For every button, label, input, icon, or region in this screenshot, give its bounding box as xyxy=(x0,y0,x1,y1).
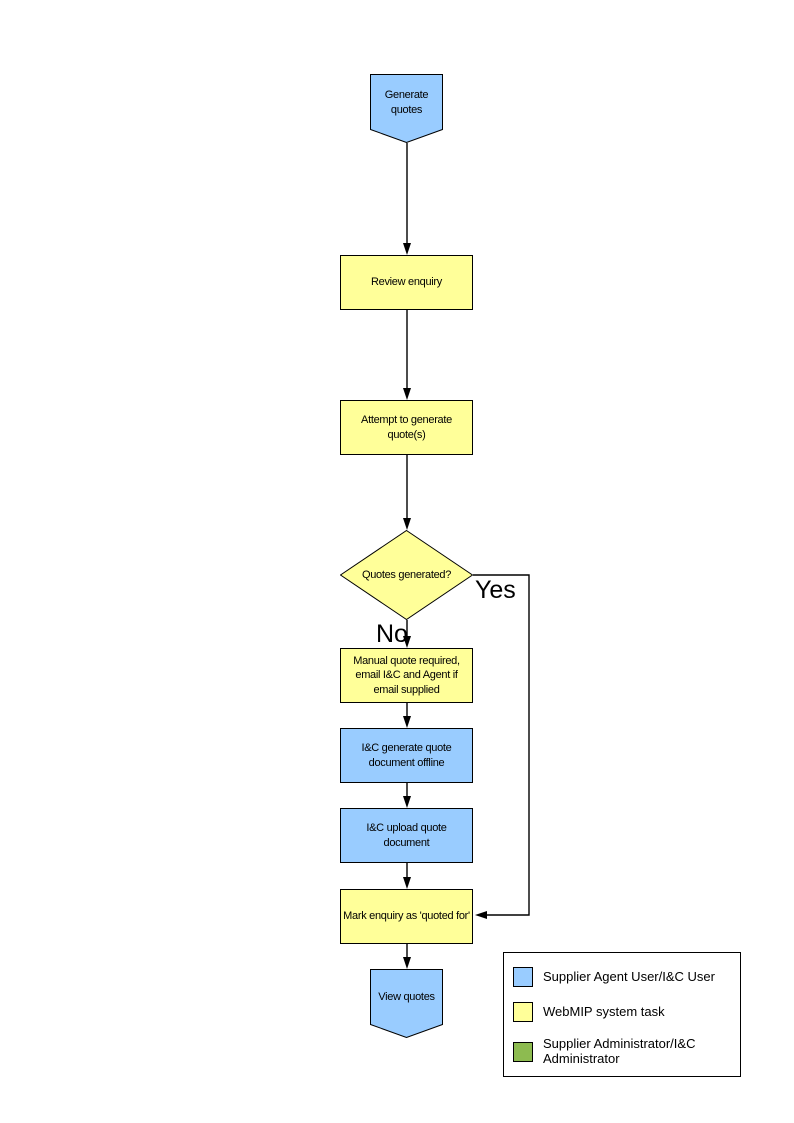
manual-quote-label: Manual quote required, email I&C and Age… xyxy=(353,655,460,696)
end-label: View quotes xyxy=(378,991,435,1004)
pentagon-shape xyxy=(370,74,443,143)
arrowhead xyxy=(403,957,411,969)
upload-document-step: I&C upload quote document xyxy=(340,808,473,863)
decision-label: Quotes generated? xyxy=(361,568,452,581)
attempt-generate-step: Attempt to generate quote(s) xyxy=(340,400,473,455)
arrowhead xyxy=(475,911,487,919)
no-branch-label: No xyxy=(376,620,408,648)
legend: Supplier Agent User/I&C User WebMIP syst… xyxy=(503,952,741,1077)
mark-quoted-step: Mark enquiry as 'quoted for' xyxy=(340,889,473,944)
arrowhead xyxy=(403,716,411,728)
arrowhead xyxy=(403,243,411,255)
diamond-shape xyxy=(340,530,473,620)
arrowhead xyxy=(403,518,411,530)
generate-offline-label: I&C generate quote document offline xyxy=(361,742,452,769)
legend-item-label: WebMIP system task xyxy=(543,1003,665,1019)
legend-swatch-yellow xyxy=(513,1002,533,1022)
legend-item: Supplier Administrator/I&C Administrator xyxy=(513,1036,734,1067)
start-label: Generate quotes xyxy=(384,89,429,116)
legend-swatch-blue xyxy=(513,967,533,987)
legend-item-label: Supplier Agent User/I&C User xyxy=(543,968,715,984)
quotes-generated-decision: Quotes generated? xyxy=(340,530,473,620)
legend-item-label: Supplier Administrator/I&C Administrator xyxy=(543,1036,696,1066)
upload-document-label: I&C upload quote document xyxy=(366,822,447,849)
legend-item: WebMIP system task xyxy=(513,1002,734,1022)
pentagon-shape xyxy=(370,969,443,1038)
mark-quoted-label: Mark enquiry as 'quoted for' xyxy=(343,910,470,923)
arrowhead xyxy=(403,796,411,808)
attempt-generate-label: Attempt to generate quote(s) xyxy=(361,414,452,441)
arrowhead xyxy=(403,877,411,889)
end-terminator: View quotes xyxy=(370,969,443,1038)
yes-branch-label: Yes xyxy=(475,576,516,604)
review-enquiry-label: Review enquiry xyxy=(370,276,442,289)
manual-quote-step: Manual quote required, email I&C and Age… xyxy=(340,648,473,703)
generate-offline-step: I&C generate quote document offline xyxy=(340,728,473,783)
start-terminator: Generate quotes xyxy=(370,74,443,143)
legend-item: Supplier Agent User/I&C User xyxy=(513,967,734,987)
legend-swatch-green xyxy=(513,1041,533,1062)
yes-branch-line xyxy=(473,574,530,916)
arrowhead xyxy=(403,388,411,400)
review-enquiry-step: Review enquiry xyxy=(340,255,473,310)
